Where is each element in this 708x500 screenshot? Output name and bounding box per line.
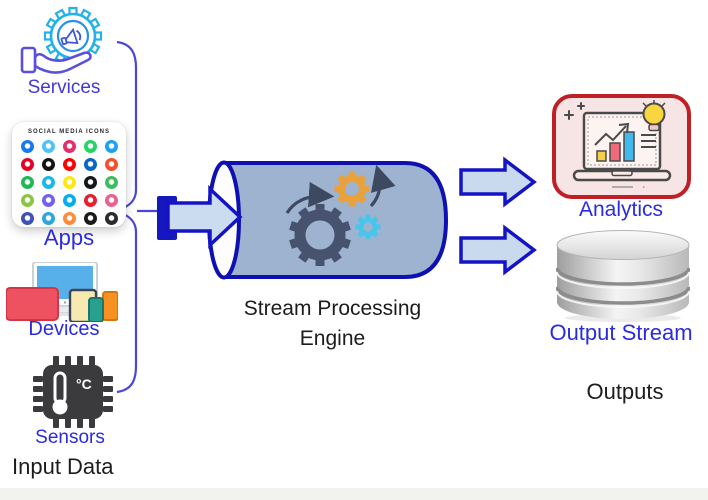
social-app-icon [104, 176, 118, 189]
services-label: Services [27, 77, 101, 98]
apps-card: SOCIAL MEDIA ICONS [12, 122, 126, 227]
devices-icon [6, 262, 118, 322]
social-app-icon [83, 140, 97, 153]
social-app-icon [62, 212, 76, 225]
apps-label: Apps [43, 225, 95, 250]
social-app-icon [62, 140, 76, 153]
social-app-icon [62, 194, 76, 207]
input-data-label: Input Data [12, 454, 114, 479]
social-app-icon [104, 158, 118, 171]
devices-label: Devices [28, 318, 100, 340]
social-app-icon [83, 212, 97, 225]
input-arrow-icon [157, 184, 243, 250]
services-icon [20, 6, 103, 74]
gear-orange-icon [334, 171, 370, 207]
social-app-icon [20, 176, 34, 189]
social-app-icon [41, 140, 55, 153]
sensors-label: Sensors [35, 427, 105, 448]
social-app-icon [20, 212, 34, 225]
gear-cyan-icon [355, 214, 381, 240]
gear-large-icon [289, 204, 351, 266]
bottom-strip [0, 488, 708, 500]
output-stream-database-icon [556, 230, 690, 322]
rotation-arrows-icon [285, 164, 396, 214]
social-app-icon [41, 194, 55, 207]
social-app-icon [83, 158, 97, 171]
outputs-label: Outputs [586, 379, 664, 404]
analytics-laptop-icon [563, 99, 671, 188]
social-app-icon [83, 176, 97, 189]
social-app-icon [20, 194, 34, 207]
social-icons-grid [12, 140, 126, 225]
output-stream-label: Output Stream [549, 320, 693, 345]
sensors-icon: °C [33, 356, 113, 428]
social-app-icon [20, 158, 34, 171]
analytics-label: Analytics [578, 198, 664, 221]
social-app-icon [104, 140, 118, 153]
analytics-box [552, 94, 691, 199]
social-app-icon [83, 194, 97, 207]
social-app-icon [104, 194, 118, 207]
social-app-icon [62, 176, 76, 189]
social-app-icon [62, 158, 76, 171]
sensor-chip-text: °C [76, 376, 92, 392]
social-app-icon [20, 140, 34, 153]
apps-card-title: SOCIAL MEDIA ICONS [27, 129, 110, 135]
social-app-icon [41, 212, 55, 225]
output-arrow-top-icon [459, 156, 537, 208]
social-app-icon [104, 212, 118, 225]
output-arrow-bottom-icon [459, 224, 537, 276]
engine-label: Stream Processing Engine [243, 297, 422, 351]
social-app-icon [41, 158, 55, 171]
social-app-icon [41, 176, 55, 189]
